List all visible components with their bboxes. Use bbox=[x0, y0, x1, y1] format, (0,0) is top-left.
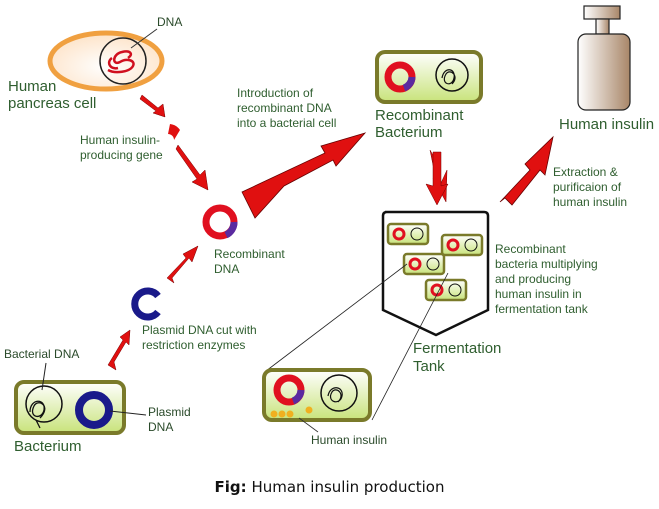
insulin-gene-fragment bbox=[168, 124, 180, 140]
introduction-label: Introduction of recombinant DNA into a b… bbox=[237, 86, 336, 130]
tank-bacterium-1 bbox=[386, 222, 430, 246]
human-insulin-bottle-label: Human insulin bbox=[559, 116, 654, 133]
insulin-granule bbox=[278, 410, 286, 418]
plasmid-dna-pointer bbox=[109, 410, 147, 416]
arrow-plasmid-to-recombinant bbox=[166, 245, 199, 284]
insulin-bottle bbox=[577, 5, 631, 111]
fermentation-tank bbox=[381, 210, 490, 337]
bacterial-dna-label: Bacterial DNA bbox=[4, 347, 79, 361]
human-dna-strand bbox=[107, 50, 135, 74]
dna-label: DNA bbox=[157, 15, 182, 29]
caption-prefix: Fig: bbox=[214, 478, 247, 496]
recombinant-dna bbox=[202, 204, 238, 240]
human-insulin-granules-label: Human insulin bbox=[311, 433, 387, 447]
figure-caption: Fig: Human insulin production bbox=[0, 478, 659, 496]
insulin-pointer-line bbox=[298, 417, 319, 433]
recombinant-bacterium bbox=[375, 50, 483, 104]
arrow-gene-to-recombinant bbox=[175, 144, 209, 191]
tank-bacterium-2 bbox=[440, 233, 484, 257]
bacterium bbox=[14, 380, 126, 435]
bacterial-dna-pointer bbox=[41, 362, 47, 391]
nucleus bbox=[99, 37, 147, 85]
insulin-granule bbox=[286, 410, 294, 418]
extraction-label: Extraction & purificaion of human insuli… bbox=[553, 165, 627, 209]
arrow-bacterium-to-tank-head bbox=[425, 151, 449, 206]
cut-plasmid bbox=[131, 287, 161, 321]
insulin-granule bbox=[270, 410, 278, 418]
insulin-granule bbox=[305, 406, 313, 414]
fermentation-tank-label: Fermentation Tank bbox=[413, 340, 506, 375]
pancreas-cell-membrane bbox=[47, 30, 165, 92]
recombinant-bacterium-label: Recombinant Bacterium bbox=[375, 107, 468, 141]
plasmid-ring bbox=[75, 391, 113, 429]
plasmid-cut-label: Plasmid DNA cut with restriction enzymes bbox=[142, 323, 260, 352]
recombinant-dna-label: Recombinant DNA bbox=[214, 247, 288, 276]
zoom-line-right bbox=[371, 272, 449, 421]
bacterium-label: Bacterium bbox=[14, 438, 82, 455]
arrow-introduction bbox=[241, 132, 367, 219]
human-pancreas-cell-label: Human pancreas cell bbox=[8, 78, 96, 112]
arrow-pancreas-to-gene bbox=[139, 94, 166, 118]
multiplying-label: Recombinant bacteria multiplying and pro… bbox=[495, 242, 601, 316]
human-pancreas-cell: DNA Human pancreas cell bbox=[8, 15, 182, 112]
arrow-extraction bbox=[499, 135, 554, 206]
plasmid-dna-label: Plasmid DNA bbox=[148, 405, 194, 434]
dna-pointer-line bbox=[130, 28, 158, 49]
caption-text: Human insulin production bbox=[251, 478, 445, 496]
human-insulin-gene-label: Human insulin- producing gene bbox=[80, 133, 163, 162]
insulin-producing-bacterium bbox=[262, 368, 372, 422]
tank-bacterium-4 bbox=[424, 278, 468, 302]
arrow-bacterium-to-plasmid bbox=[107, 329, 131, 371]
tank-bacterium-3 bbox=[402, 252, 446, 276]
zoom-line-left bbox=[265, 263, 408, 372]
